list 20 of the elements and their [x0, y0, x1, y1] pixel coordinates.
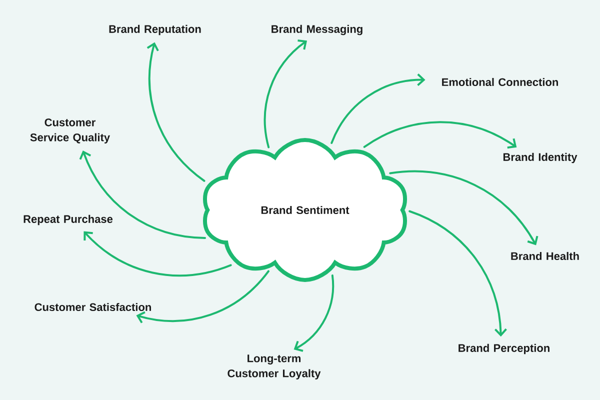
topic-label: Long-term Customer Loyalty: [228, 354, 321, 380]
topic-label: Brand Reputation: [109, 24, 201, 36]
arrow: [264, 40, 308, 148]
topic-label: Customer Satisfaction: [34, 302, 151, 312]
arrow: [146, 42, 206, 182]
arrow: [330, 74, 426, 144]
arrow: [84, 231, 232, 277]
arrow: [408, 210, 507, 337]
topic-label: Brand Perception: [458, 344, 550, 354]
arrow: [389, 170, 538, 246]
arrow: [136, 270, 270, 324]
topic-label: Emotional Connection: [442, 78, 558, 86]
arrow: [363, 121, 517, 149]
arrow: [294, 274, 334, 352]
topic-label: Brand Messaging: [272, 24, 362, 36]
topic-label: Repeat Purchase: [24, 214, 113, 226]
topic-label: Brand Identity: [503, 152, 578, 164]
arrow: [79, 150, 206, 239]
topic-label: Customer Service Quality: [30, 118, 110, 144]
topic-label: Brand Health: [511, 252, 579, 260]
